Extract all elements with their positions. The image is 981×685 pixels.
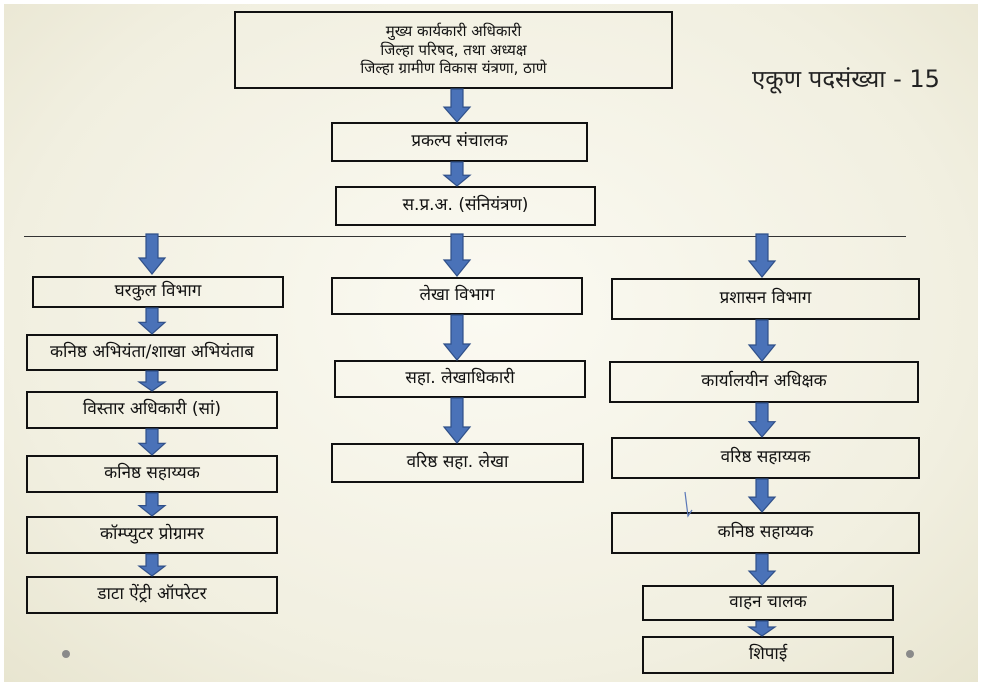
ceo-box: मुख्य कार्यकारी अधिकारी जिल्हा परिषद, तथ…	[234, 11, 673, 89]
computer-programmer-box: कॉम्प्युटर प्रोग्रामर	[26, 516, 278, 554]
slide-canvas: मुख्य कार्यकारी अधिकारी जिल्हा परिषद, तथ…	[4, 4, 978, 682]
arrow-to-accounts	[442, 233, 472, 277]
arrow-ceo-to-director	[442, 88, 472, 123]
total-posts-label: एकूण पदसंख्या - 15	[752, 65, 940, 93]
aao-monitoring-box: स.प्र.अ. (संनियंत्रण)	[335, 186, 596, 226]
arrow-junior-to-driver	[747, 553, 777, 586]
arrow-accounts-to-aao	[442, 314, 472, 361]
connector-arrows	[137, 88, 777, 637]
pen-stroke-mark	[684, 491, 693, 518]
senior-assistant-box: वरिष्ठ सहाय्यक	[611, 437, 920, 479]
arrow-senior-to-junior	[747, 478, 777, 513]
arrow-extension-to-ja	[137, 428, 167, 456]
ceo-line-1: मुख्य कार्यकारी अधिकारी	[385, 21, 522, 40]
ceo-line-2: जिल्हा परिषद, तथा अध्यक्ष	[380, 40, 527, 59]
peon-box: शिपाई	[642, 636, 894, 674]
arrow-ja-to-programmer	[137, 492, 167, 517]
data-entry-operator-box: डाटा ऐंट्री ऑपरेटर	[26, 576, 278, 614]
housing-dept-box: घरकुल विभाग	[32, 276, 284, 308]
driver-box: वाहन चालक	[642, 585, 894, 621]
slide-dot-right	[906, 650, 914, 658]
junior-assistant-right-box: कनिष्ठ सहाय्यक	[611, 512, 920, 554]
divider-line	[24, 236, 906, 237]
arrow-director-to-aao	[442, 161, 472, 187]
arrow-housing-to-je	[137, 307, 167, 335]
arrow-superintendent-to-senior	[747, 402, 777, 438]
ceo-line-3: जिल्हा ग्रामीण विकास यंत्रणा, ठाणे	[360, 59, 547, 78]
arrow-programmer-to-deo	[137, 553, 167, 577]
junior-engineer-box: कनिष्ठ अभियंता/शाखा अभियंताब	[26, 334, 278, 371]
accounts-dept-box: लेखा विभाग	[331, 277, 583, 315]
arrow-to-admin	[747, 233, 777, 278]
arrow-driver-to-peon	[747, 620, 777, 637]
arrow-je-to-extension	[137, 370, 167, 392]
senior-asst-accounts-box: वरिष्ठ सहा. लेखा	[331, 443, 584, 483]
asst-accounts-officer-box: सहा. लेखाधिकारी	[334, 360, 586, 398]
slide-dot-left	[62, 650, 70, 658]
arrow-admin-to-superintendent	[747, 319, 777, 362]
extension-officer-box: विस्तार अधिकारी (सां)	[26, 391, 278, 429]
admin-dept-box: प्रशासन विभाग	[611, 278, 920, 320]
junior-assistant-left-box: कनिष्ठ सहाय्यक	[26, 455, 278, 493]
arrow-aao-to-senior	[442, 397, 472, 444]
arrow-to-housing	[137, 233, 167, 275]
project-director-box: प्रकल्प संचालक	[331, 122, 588, 162]
office-superintendent-box: कार्यालयीन अधिक्षक	[609, 361, 919, 403]
